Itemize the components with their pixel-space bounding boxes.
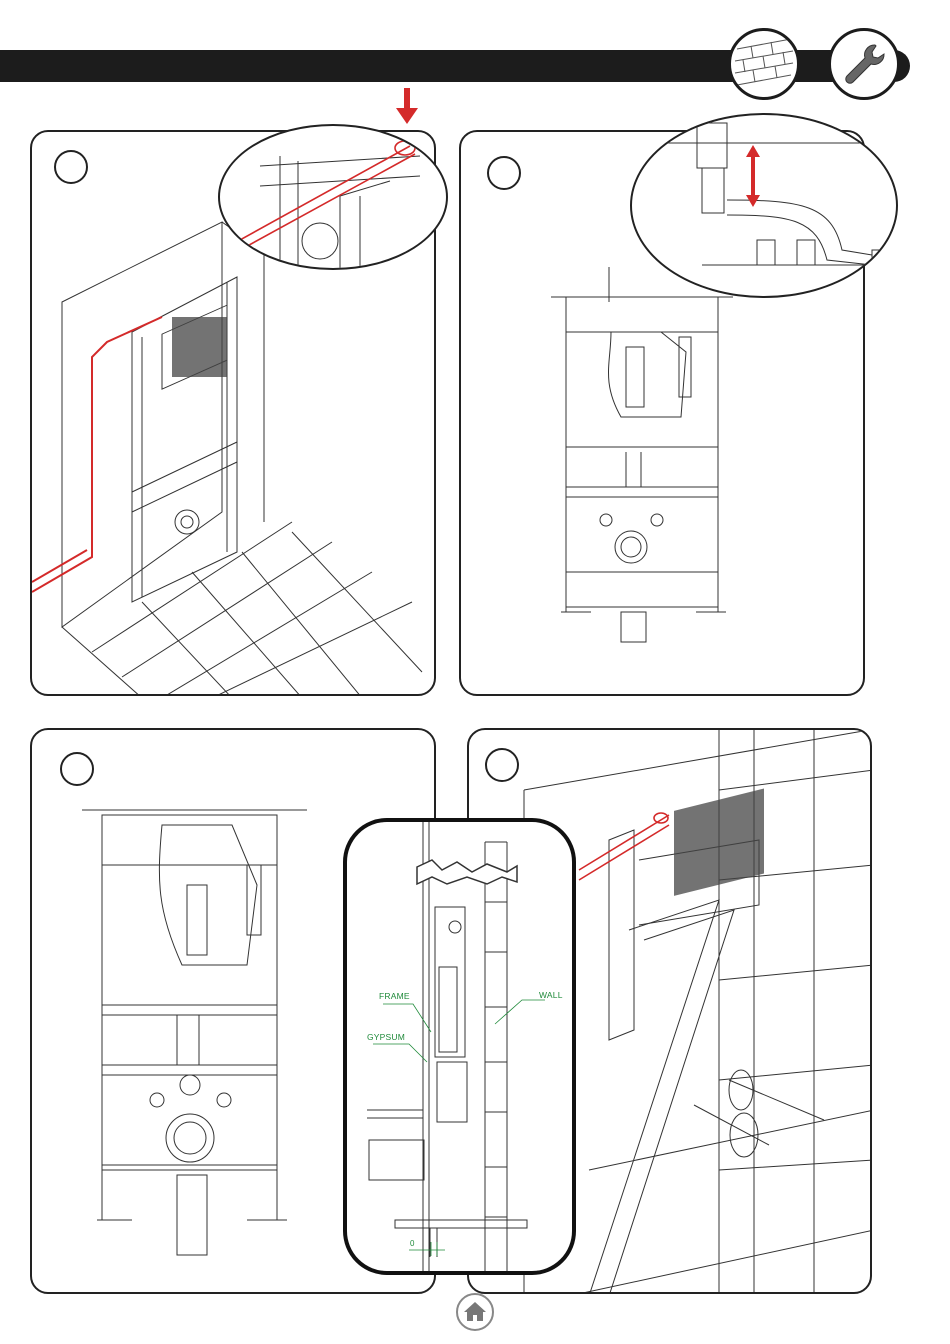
home-button[interactable]	[456, 1293, 494, 1331]
wall-section-inset: FRAME GYPSUM WALL 0	[343, 818, 576, 1275]
frame-label: FRAME	[379, 991, 410, 1001]
wall-section-illustration	[347, 822, 572, 1271]
brick-wall-icon	[728, 28, 800, 100]
step-circle-4	[485, 748, 519, 782]
dimension-label: 0	[410, 1239, 414, 1248]
gypsum-label: GYPSUM	[367, 1032, 405, 1042]
wall-label: WALL	[539, 990, 563, 1000]
down-arrow-icon	[396, 88, 418, 126]
zoom-detail-1	[218, 124, 448, 270]
wrench-icon	[828, 28, 900, 100]
zoom-detail-2	[630, 113, 898, 298]
step-circle-1	[54, 150, 88, 184]
double-arrow-icon	[746, 145, 760, 207]
home-icon	[458, 1295, 492, 1329]
step-circle-3	[60, 752, 94, 786]
step-circle-2	[487, 156, 521, 190]
